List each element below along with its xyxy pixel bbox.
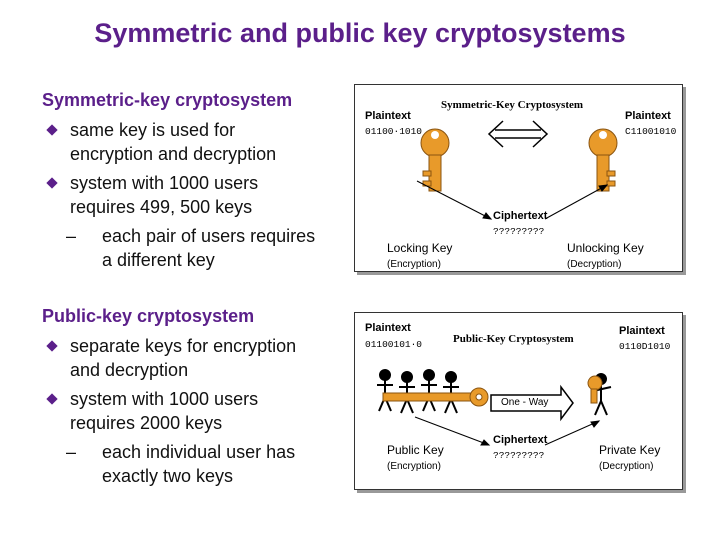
private-key-label: Private Key	[599, 443, 661, 457]
private-key-sub: (Decryption)	[599, 461, 654, 472]
ciphertext-bits: ?????????	[493, 450, 545, 461]
locking-key-icon	[420, 128, 450, 192]
plaintext-bits-right: C11001010	[625, 126, 677, 137]
diamond-bullet-icon	[46, 393, 58, 405]
plaintext-bits-left: 01100·1010	[365, 126, 423, 137]
unlocking-key-icon	[588, 128, 618, 192]
unlocking-key-sub: (Decryption)	[567, 259, 622, 270]
symmetric-diagram-title: Symmetric-Key Cryptosystem	[441, 99, 584, 111]
symmetric-bullet-1: same key is used for encryption and decr…	[46, 118, 348, 166]
symmetric-heading: Symmetric-key cryptosystem	[42, 90, 293, 110]
public-key-sub: (Encryption)	[387, 461, 441, 472]
plaintext-bits-left: 01100101·0	[365, 339, 423, 350]
unlocking-key-label: Unlocking Key	[567, 241, 644, 255]
diamond-bullet-icon	[46, 124, 58, 136]
ciphertext-label: Ciphertext	[493, 210, 548, 222]
public-key-icon	[382, 387, 489, 407]
locking-key-sub: (Encryption)	[387, 259, 441, 270]
public-sub-bullet: – each individual user has exactly two k…	[66, 442, 296, 486]
one-way-label: One - Way	[501, 397, 549, 408]
flow-arrows	[414, 416, 601, 446]
one-way-arrow-icon	[490, 384, 574, 422]
plaintext-label-left: Plaintext	[365, 110, 411, 122]
public-diagram: Plaintext 01100101·0 Public-Key Cryptosy…	[354, 312, 683, 490]
plaintext-bits-right: 0110D1010	[619, 341, 671, 352]
double-arrow-icon	[487, 120, 549, 148]
locking-key-label: Locking Key	[387, 241, 453, 255]
symmetric-bullet-2: system with 1000 users requires 499, 500…	[46, 171, 348, 219]
diamond-bullet-icon	[46, 177, 58, 189]
slide-title: Symmetric and public key cryptosystems	[94, 18, 626, 48]
ciphertext-label: Ciphertext	[493, 434, 548, 446]
private-key-icon	[587, 375, 603, 404]
plaintext-label-right: Plaintext	[625, 110, 671, 122]
symmetric-sub-bullet: – each pair of users requires a differen…	[66, 226, 316, 270]
public-key-label: Public Key	[387, 443, 444, 457]
public-diagram-art	[377, 369, 612, 446]
symmetric-diagram: Symmetric-Key Cryptosystem Plaintext 011…	[354, 84, 683, 272]
public-bullet-2: system with 1000 users requires 2000 key…	[46, 387, 348, 435]
public-heading: Public-key cryptosystem	[42, 306, 255, 326]
public-diagram-title: Public-Key Cryptosystem	[453, 333, 574, 345]
symmetric-diagram-art	[416, 120, 618, 220]
ciphertext-bits: ?????????	[493, 226, 545, 237]
plaintext-label-right: Plaintext	[619, 325, 665, 337]
plaintext-label-left: Plaintext	[365, 322, 411, 334]
public-bullet-1: separate keys for encryption and decrypt…	[46, 334, 348, 382]
flow-arrows	[416, 180, 609, 220]
diamond-bullet-icon	[46, 340, 58, 352]
